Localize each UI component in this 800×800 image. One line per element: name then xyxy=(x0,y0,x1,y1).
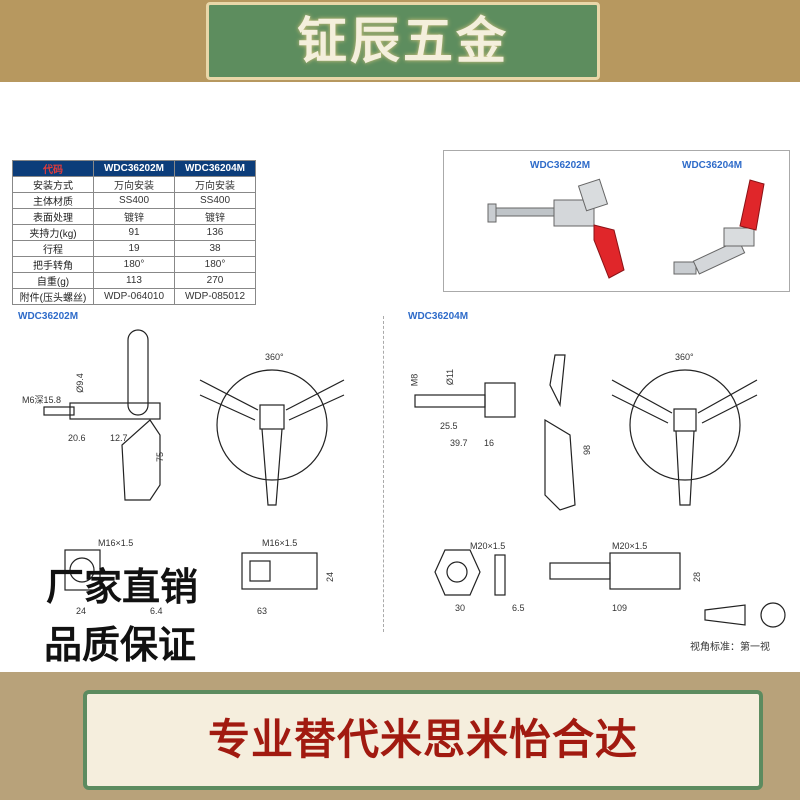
table-header-cell: 代码 xyxy=(12,160,94,177)
bottom-plate xyxy=(83,690,763,790)
table-cell: 附件(压头螺丝) xyxy=(12,288,94,305)
product-photo-box xyxy=(443,150,790,292)
table-cell: SS400 xyxy=(93,192,175,209)
dim-d75: 75 xyxy=(155,451,166,463)
dim-d127: 12.7 xyxy=(110,433,128,443)
dim-angle-right: 360° xyxy=(675,352,694,362)
table-cell: 自重(g) xyxy=(12,272,94,289)
dim-d206: 20.6 xyxy=(68,433,86,443)
table-header-cell: WDC36202M xyxy=(93,160,175,177)
brand-title: 钲辰五金 xyxy=(297,12,509,70)
dim-d28: 28 xyxy=(692,571,703,583)
dim-d65: 6.5 xyxy=(512,603,525,613)
dim-m6: M6深15.8 xyxy=(22,395,62,405)
table-row: 安装方式万向安装万向安装 xyxy=(12,176,256,193)
dim-m16b: M16×1.5 xyxy=(262,538,298,548)
footer-slogan: 专业替代米思米怡合达 xyxy=(207,715,638,764)
table-cell: WDP-085012 xyxy=(174,288,256,305)
table-cell: 270 xyxy=(174,272,256,289)
dim-m20b: M20×1.5 xyxy=(612,541,648,551)
table-cell: 镀锌 xyxy=(93,208,175,225)
table-cell: 136 xyxy=(174,224,256,241)
spec-table: 代码 WDC36202M WDC36204M 安装方式万向安装万向安装 主体材质… xyxy=(12,160,256,305)
clamp-photo-left xyxy=(487,178,625,279)
table-cell: 万向安装 xyxy=(93,176,175,193)
table-cell: 38 xyxy=(174,240,256,257)
dim-d11: Ø11 xyxy=(445,368,456,386)
table-header-cell: WDC36204M xyxy=(174,160,256,177)
drawing-divider xyxy=(383,316,384,632)
dim-d24b: 24 xyxy=(325,571,336,583)
dim-d98: 98 xyxy=(582,444,593,456)
table-cell: WDP-064010 xyxy=(93,288,175,305)
brand-plate xyxy=(206,2,600,80)
dim-d16: 16 xyxy=(484,438,495,448)
drawing-title-right: WDC36204M xyxy=(408,311,469,322)
table-cell: 180° xyxy=(174,256,256,273)
view-standard-note: 视角标准：第一视 xyxy=(690,642,770,653)
clamp-photo-right xyxy=(673,179,765,275)
drawing-right xyxy=(414,354,786,628)
promo-line-2: 品质保证 xyxy=(44,623,197,667)
table-cell: 镀锌 xyxy=(174,208,256,225)
drawing-left xyxy=(43,329,345,591)
lower-handle xyxy=(121,419,161,501)
dim-d24a: 24 xyxy=(76,606,87,616)
dim-angle-left: 360° xyxy=(265,352,284,362)
dim-d397: 39.7 xyxy=(450,438,468,448)
photo-label-left: WDC36202M xyxy=(530,160,591,171)
table-cell: 把手转角 xyxy=(12,256,94,273)
table-header-row: 代码 WDC36202M WDC36204M xyxy=(12,160,256,177)
rotation-circle-right xyxy=(629,369,741,481)
dim-d63: 63 xyxy=(257,606,268,616)
handle-outline xyxy=(127,329,149,416)
table-cell: SS400 xyxy=(174,192,256,209)
table-row: 表面处理镀锌镀锌 xyxy=(12,208,256,225)
table-cell: 91 xyxy=(93,224,175,241)
table-cell: 113 xyxy=(93,272,175,289)
dim-d64: 6.4 xyxy=(150,606,163,616)
dim-d109: 109 xyxy=(612,603,628,613)
drawing-title-left: WDC36202M xyxy=(18,311,79,322)
rotation-circle xyxy=(216,369,328,481)
dim-m20a: M20×1.5 xyxy=(470,541,506,551)
dim-d30: 30 xyxy=(455,603,466,613)
dim-d255: 25.5 xyxy=(440,421,458,431)
table-cell: 安装方式 xyxy=(12,176,94,193)
end-view-body xyxy=(241,552,318,590)
table-cell: 主体材质 xyxy=(12,192,94,209)
table-cell: 万向安装 xyxy=(174,176,256,193)
table-cell: 180° xyxy=(93,256,175,273)
promo-line-1: 厂家直销 xyxy=(46,565,199,609)
plunger-body xyxy=(69,402,161,420)
product-photos xyxy=(487,178,765,279)
photo-label-right: WDC36204M xyxy=(682,160,743,171)
dim-m16a: M16×1.5 xyxy=(98,538,134,548)
table-cell: 行程 xyxy=(12,240,94,257)
dim-d94: Ø9.4 xyxy=(74,373,85,393)
table-cell: 夹持力(kg) xyxy=(12,224,94,241)
dim-m8: M8 xyxy=(409,373,420,387)
table-cell: 19 xyxy=(93,240,175,257)
lower-handle-right xyxy=(544,418,576,511)
table-cell: 表面处理 xyxy=(12,208,94,225)
